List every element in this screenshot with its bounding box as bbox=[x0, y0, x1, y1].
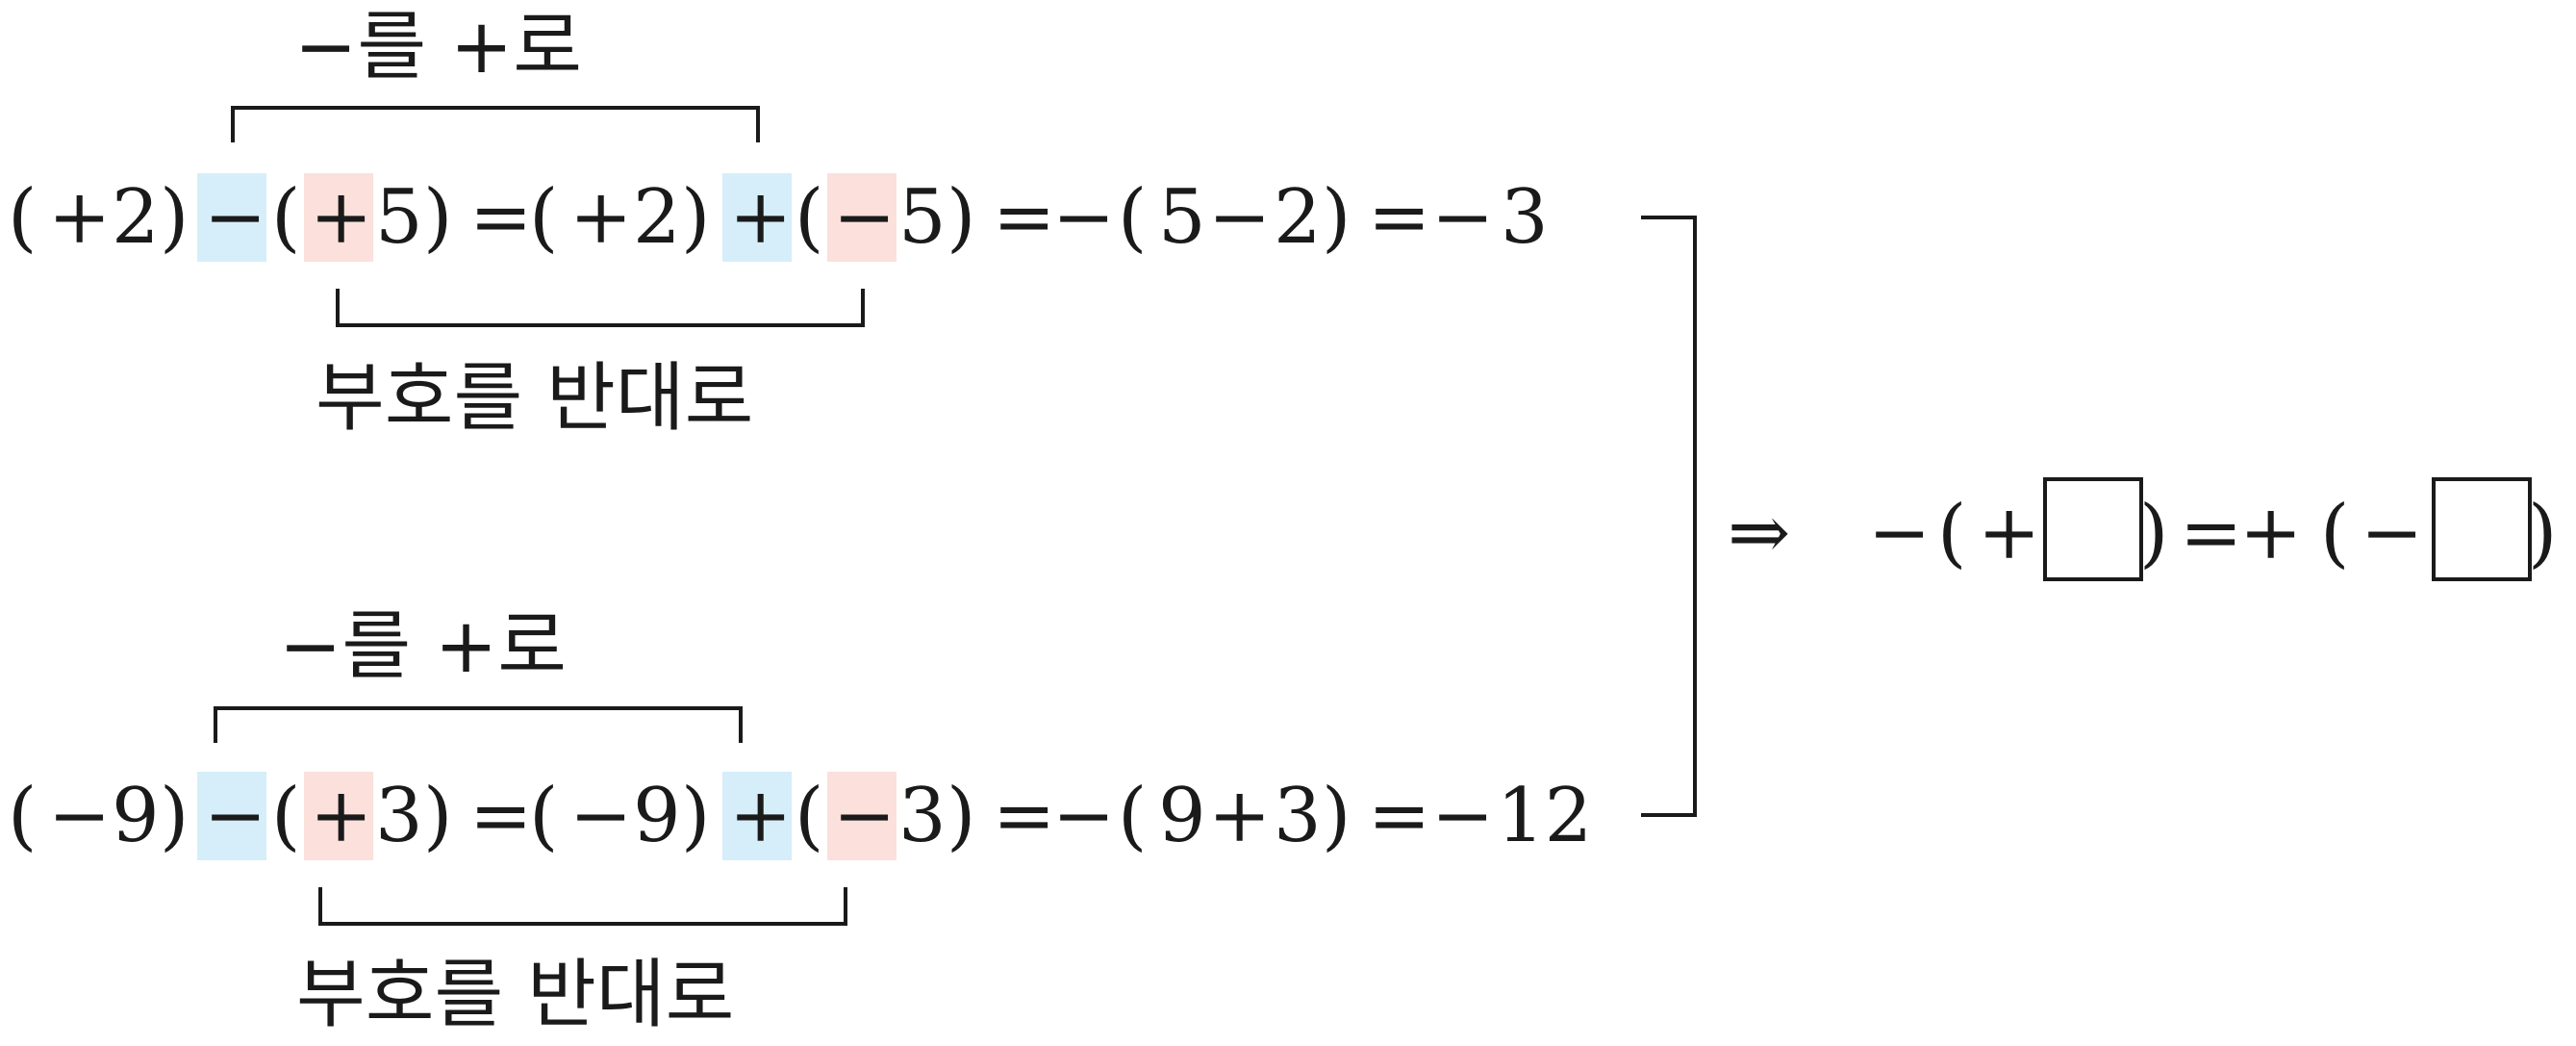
digit: 2 bbox=[633, 174, 681, 261]
bottom-bracket bbox=[336, 289, 865, 327]
example-2: −를 +로 ( − 9 ) − ( + 3 ) = ( − 9 ) + ( − … bbox=[8, 603, 1592, 1038]
digit: 5 bbox=[1158, 174, 1206, 261]
open-paren: ( bbox=[529, 174, 558, 261]
open-paren: ( bbox=[8, 174, 37, 261]
plus-sign: + bbox=[569, 174, 632, 261]
open-paren: ( bbox=[271, 773, 300, 859]
close-paren: ) bbox=[423, 773, 452, 859]
open-paren: ( bbox=[1118, 773, 1147, 859]
digit: 2 bbox=[112, 174, 160, 261]
conclusion-equation: − ( + ) = + ( − ) bbox=[1868, 490, 2557, 576]
equals-sign: = bbox=[1368, 174, 1430, 261]
blank-box bbox=[2043, 477, 2143, 581]
minus-sign: − bbox=[833, 174, 896, 261]
minus-sign: − bbox=[1052, 174, 1115, 261]
top-bracket bbox=[231, 106, 760, 142]
equals-sign: = bbox=[469, 773, 532, 859]
equals-sign: = bbox=[993, 773, 1055, 859]
implies-arrow: ⇒ bbox=[1728, 490, 1790, 576]
plus-sign: + bbox=[310, 773, 372, 859]
minus-sign: − bbox=[1868, 490, 1931, 576]
minus-sign: − bbox=[2361, 490, 2423, 576]
close-paren: ) bbox=[947, 773, 975, 859]
minus-sign: − bbox=[569, 773, 632, 859]
bottom-label: 부호를 반대로 bbox=[316, 355, 753, 442]
open-paren: ( bbox=[795, 773, 823, 859]
plus-sign: + bbox=[1208, 773, 1271, 859]
minus-sign: − bbox=[1431, 773, 1494, 859]
digit: 5 bbox=[898, 174, 947, 261]
conclusion: ⇒ − ( + ) = + ( − ) bbox=[1728, 477, 2557, 581]
open-paren: ( bbox=[271, 174, 300, 261]
digit: 3 bbox=[375, 773, 423, 859]
close-paren: ) bbox=[160, 174, 189, 261]
plus-sign: + bbox=[2239, 490, 2302, 576]
open-paren: ( bbox=[529, 773, 558, 859]
equals-sign: = bbox=[2180, 490, 2242, 576]
plus-operator: + bbox=[729, 174, 792, 261]
equation-line: ( + 2 ) − ( + 5 ) = ( + 2 ) + ( − 5 ) = … bbox=[8, 174, 1549, 261]
sign-highlight bbox=[827, 173, 897, 262]
bottom-label: 부호를 반대로 bbox=[296, 952, 734, 1038]
close-paren: ) bbox=[2139, 490, 2168, 576]
close-paren: ) bbox=[681, 773, 710, 859]
sign-highlight bbox=[304, 772, 373, 860]
digit: 3 bbox=[1274, 773, 1322, 859]
minus-operator: − bbox=[204, 773, 266, 859]
digit: 9 bbox=[1158, 773, 1206, 859]
plus-operator: + bbox=[729, 773, 792, 859]
open-paren: ( bbox=[2320, 490, 2349, 576]
connector-bracket bbox=[1641, 216, 1697, 817]
digit: 9 bbox=[633, 773, 681, 859]
blank-box bbox=[2432, 477, 2532, 581]
sign-highlight bbox=[304, 173, 373, 262]
top-label: −를 +로 bbox=[294, 4, 582, 90]
operator-highlight bbox=[197, 173, 266, 262]
sign-highlight bbox=[827, 772, 897, 860]
close-paren: ) bbox=[681, 174, 710, 261]
equation-line: ( − 9 ) − ( + 3 ) = ( − 9 ) + ( − 3 ) = … bbox=[8, 773, 1592, 859]
open-paren: ( bbox=[1118, 174, 1147, 261]
equals-sign: = bbox=[1368, 773, 1430, 859]
operator-highlight bbox=[197, 772, 266, 860]
open-paren: ( bbox=[1937, 490, 1966, 576]
equals-sign: = bbox=[993, 174, 1055, 261]
close-paren: ) bbox=[2528, 490, 2557, 576]
minus-sign: − bbox=[1431, 174, 1494, 261]
open-paren: ( bbox=[795, 174, 823, 261]
close-paren: ) bbox=[1322, 773, 1351, 859]
close-paren: ) bbox=[1322, 174, 1351, 261]
minus-sign: − bbox=[48, 773, 111, 859]
equals-sign: = bbox=[469, 174, 532, 261]
close-paren: ) bbox=[947, 174, 975, 261]
open-paren: ( bbox=[8, 773, 37, 859]
digit: 2 bbox=[1274, 174, 1322, 261]
digit: 5 bbox=[375, 174, 423, 261]
close-paren: ) bbox=[423, 174, 452, 261]
operator-highlight bbox=[722, 173, 792, 262]
top-label: −를 +로 bbox=[279, 603, 567, 690]
result: 3 bbox=[1501, 174, 1549, 261]
close-paren: ) bbox=[160, 773, 189, 859]
plus-sign: + bbox=[310, 174, 372, 261]
minus-sign: − bbox=[833, 773, 896, 859]
digit: 9 bbox=[112, 773, 160, 859]
result: 12 bbox=[1497, 773, 1592, 859]
bottom-bracket bbox=[318, 887, 847, 926]
minus-sign: − bbox=[1052, 773, 1115, 859]
example-1: −를 +로 ( + 2 ) − ( + 5 ) = ( + 2 ) + ( − … bbox=[8, 4, 1549, 442]
digit: 3 bbox=[898, 773, 947, 859]
minus-sign: − bbox=[1208, 174, 1271, 261]
top-bracket bbox=[214, 706, 743, 743]
minus-operator: − bbox=[204, 174, 266, 261]
operator-highlight bbox=[722, 772, 792, 860]
plus-sign: + bbox=[1978, 490, 2040, 576]
plus-sign: + bbox=[48, 174, 111, 261]
